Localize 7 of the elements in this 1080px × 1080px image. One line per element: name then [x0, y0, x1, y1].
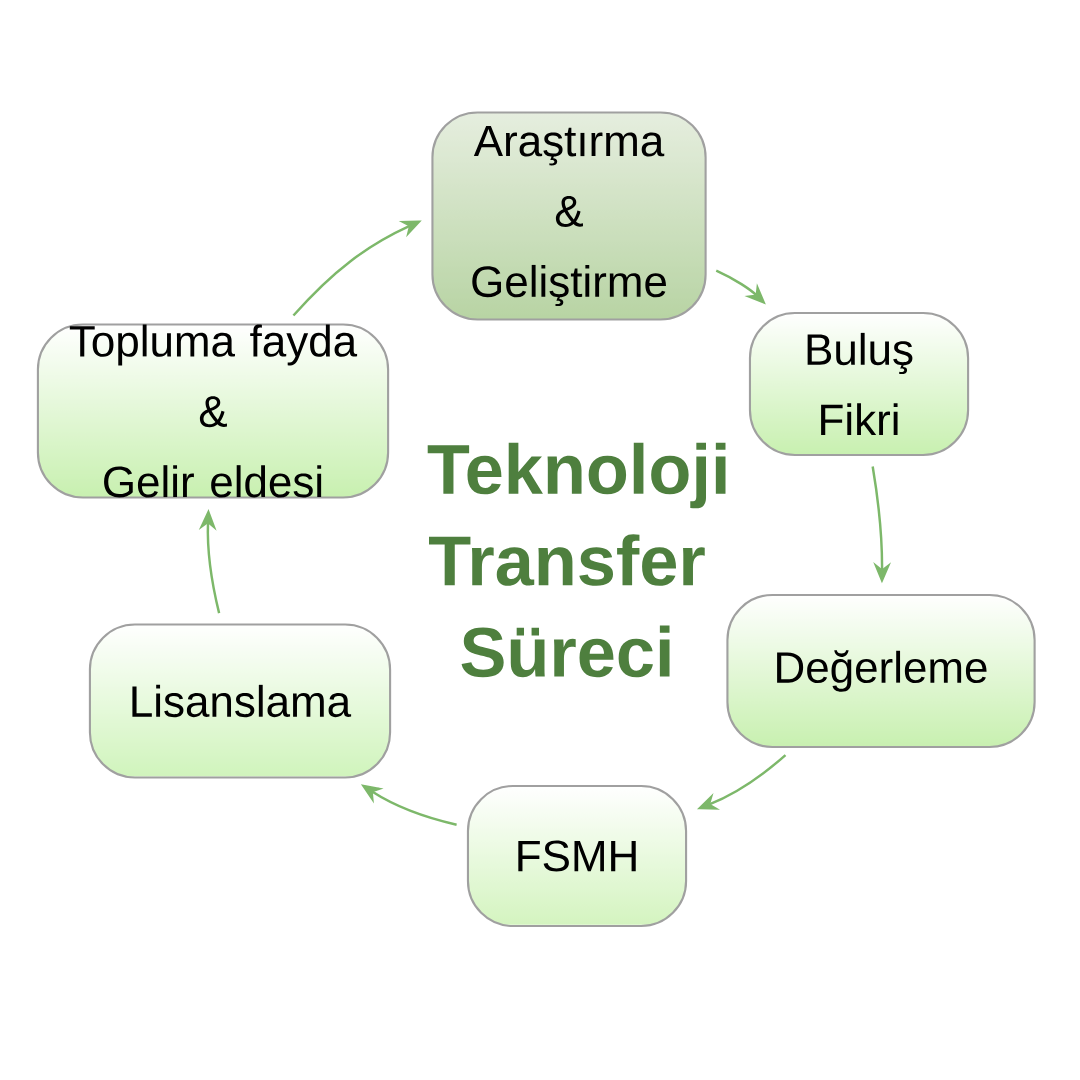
- process-box: Değerleme: [726, 593, 1036, 749]
- process-box: Topluma fayda & Gelir eldesi: [36, 323, 390, 499]
- process-box: Buluş Fikri: [748, 311, 970, 457]
- process-box: Araştırma & Geliştirme: [431, 111, 707, 321]
- process-box: Lisanslama: [88, 623, 392, 779]
- process-box: FSMH: [466, 784, 688, 928]
- diagram-title: Teknoloji Transfer Süreci: [427, 442, 726, 678]
